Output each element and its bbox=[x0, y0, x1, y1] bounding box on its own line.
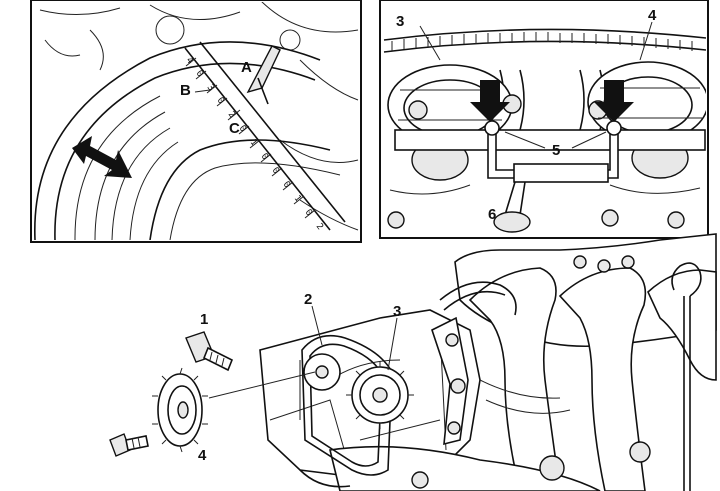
inset-crank-pulley: 4 0 3 0 2 0 1 0 0 0 1 0 2 A B C bbox=[30, 0, 362, 243]
scale-mark: 0 bbox=[270, 166, 281, 176]
label-4: 4 bbox=[648, 7, 657, 24]
scale-mark: 0 bbox=[194, 69, 205, 79]
scale-mark: 3 bbox=[205, 83, 216, 93]
scale-mark: 1 bbox=[292, 194, 303, 204]
label-4-main: 4 bbox=[198, 447, 207, 464]
label-b: B bbox=[180, 82, 191, 99]
label-2: 2 bbox=[304, 291, 312, 308]
small-bolt bbox=[109, 433, 149, 457]
label-3: 3 bbox=[396, 13, 404, 30]
scale-mark: 2 bbox=[226, 110, 237, 120]
label-5: 5 bbox=[552, 142, 560, 159]
label-c: C bbox=[229, 120, 240, 137]
scale-mark: 0 bbox=[215, 96, 226, 106]
label-1: 1 bbox=[200, 311, 208, 328]
timing-chain-links bbox=[391, 32, 693, 51]
label-a: A bbox=[241, 59, 252, 76]
timing-scale-ticks bbox=[185, 57, 316, 219]
scale-mark: 0 bbox=[303, 208, 314, 218]
inset-camshaft-lock: 3 4 5 6 bbox=[379, 0, 709, 239]
label-3-main: 3 bbox=[393, 303, 401, 320]
camshaft-sprocket-installed bbox=[346, 361, 414, 429]
timing-scale-numbers: 4 0 3 0 2 0 1 0 0 0 1 0 2 bbox=[184, 56, 325, 232]
label-6: 6 bbox=[488, 206, 496, 223]
scale-mark: 0 bbox=[281, 180, 292, 190]
camshaft-bolt-1 bbox=[185, 331, 234, 372]
scale-mark: 0 bbox=[259, 152, 270, 162]
scale-mark: 2 bbox=[314, 222, 325, 232]
scale-mark: 4 bbox=[184, 56, 195, 66]
scale-mark: 0 bbox=[237, 124, 248, 134]
camshaft-sprocket-4 bbox=[152, 367, 208, 453]
main-engine-view bbox=[109, 233, 717, 491]
scale-mark: 1 bbox=[248, 138, 259, 148]
